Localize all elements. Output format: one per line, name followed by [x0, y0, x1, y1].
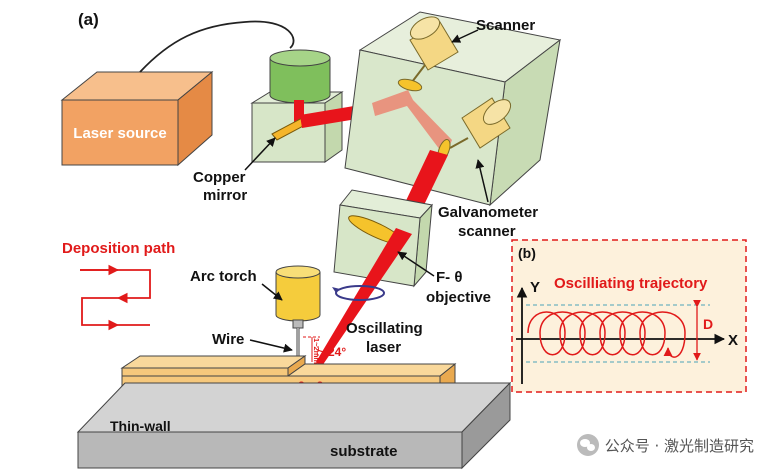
- laser-beam-oscillating: [316, 228, 412, 366]
- wechat-icon: [576, 434, 599, 456]
- oscillating-label-2: laser: [366, 339, 401, 356]
- laser-source-box: Laser source: [60, 70, 214, 167]
- scanner-mirror-top: [397, 16, 459, 92]
- galvo-label-2: scanner: [458, 223, 516, 240]
- laser-source-label: Laser source: [73, 125, 166, 142]
- laser-path-internal: [372, 90, 452, 150]
- substrate: [76, 381, 512, 470]
- thin-wall-label: Thin-wall: [110, 418, 171, 434]
- oscillation-circle-icon: [332, 285, 385, 301]
- copper-mirror-label-1: Copper: [193, 169, 246, 186]
- laser-beam-vertical: [294, 100, 304, 125]
- scanner-mirror-side: [437, 97, 512, 161]
- inset-label: (b): [518, 245, 536, 261]
- fiber-cable: [139, 20, 295, 73]
- oscillating-trajectory: [527, 311, 686, 358]
- substrate-label: substrate: [330, 443, 398, 460]
- inset-x-axis-label: X: [728, 332, 738, 349]
- inset-y-axis-label: Y: [530, 279, 540, 296]
- f-theta-arrow: [397, 251, 435, 277]
- wire-arrow: [249, 339, 293, 353]
- galvo-label-1: Galvanometer: [438, 204, 538, 221]
- watermark: 公众号 · 激光制造研究: [576, 434, 754, 456]
- inset-title: Oscilliating trajectory: [554, 275, 708, 292]
- scanner-label: Scanner: [476, 17, 535, 34]
- angle-label: 24°: [328, 345, 346, 359]
- inset-amplitude-label: D: [703, 316, 713, 332]
- copper-mirror-label-2: mirror: [203, 187, 247, 204]
- scanner-arrow: [451, 29, 479, 43]
- deposition-path-arrows: [80, 264, 151, 331]
- wire-label: Wire: [212, 331, 244, 348]
- figure-label: (a): [78, 10, 99, 29]
- watermark-text: 公众号 · 激光制造研究: [604, 436, 754, 455]
- green-collimator: [269, 49, 331, 104]
- deposition-path-label: Deposition path: [62, 240, 175, 257]
- gap-vertical-label: 1~2mm: [312, 338, 321, 364]
- arc-torch-label: Arc torch: [190, 268, 257, 285]
- arc-torch: [275, 265, 321, 329]
- f-theta-label-1: F- θ: [436, 269, 462, 286]
- copper-mirror-arrow: [244, 137, 276, 171]
- arc-torch-arrow: [261, 283, 283, 301]
- f-theta-label-2: objective: [426, 289, 491, 306]
- inset-bounds: [526, 304, 710, 363]
- oscillating-label-1: Oscillating: [346, 320, 423, 337]
- galvo-arrow: [475, 159, 489, 203]
